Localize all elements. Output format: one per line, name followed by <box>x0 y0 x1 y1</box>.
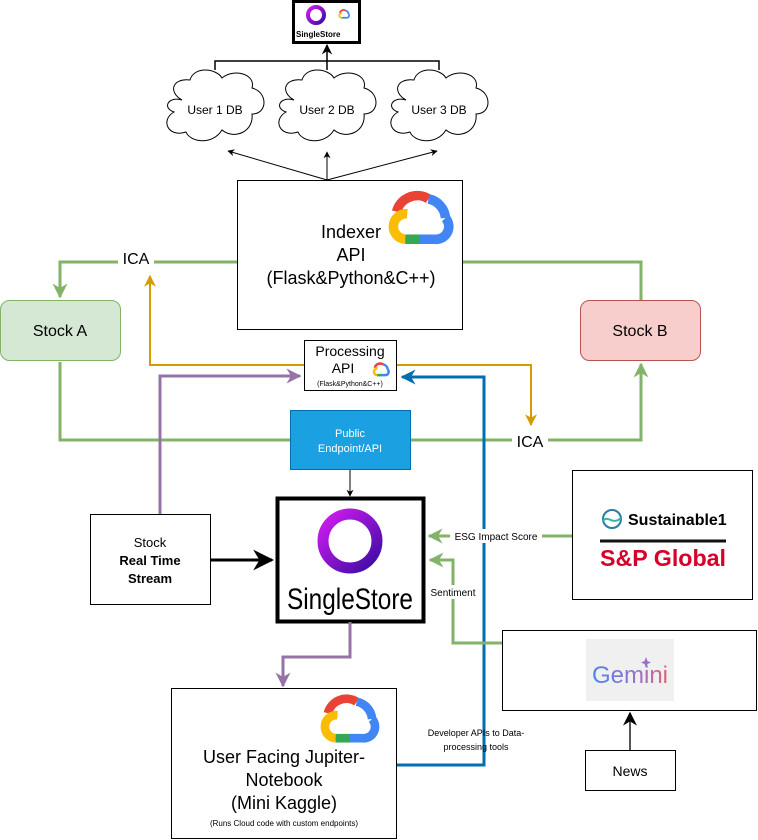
stock-b-label: Stock B <box>612 323 667 340</box>
top-db-logo-text: SingleStore <box>296 30 341 39</box>
gemini-sparkle-icon <box>641 657 651 668</box>
gemini-node[interactable]: Gemini <box>502 630 757 711</box>
stock-a-node[interactable]: Stock A <box>0 300 121 361</box>
indexer-subtitle: API <box>336 245 365 265</box>
indexer-api-box[interactable]: Indexer API (Flask&Python&C++) <box>237 180 463 330</box>
indexer-stack: (Flask&Python&C++) <box>266 268 435 288</box>
jupyter-notebook-node[interactable]: User Facing Jupiter- Notebook (Mini Kagg… <box>171 688 397 839</box>
processing-api-box[interactable]: Processing API (Flask&Python&C++) <box>304 340 397 391</box>
sp-global-sustainable1[interactable]: Sustainable1 S&P Global <box>572 470 753 600</box>
news-node[interactable]: News <box>585 750 676 791</box>
dev-api-label-line2: processing tools <box>443 742 509 752</box>
stream-line1: Stock <box>134 535 167 550</box>
cloud-label: User 3 DB <box>411 103 466 117</box>
notebook-line1: User Facing Jupiter- <box>203 747 365 767</box>
cloud-label: User 1 DB <box>187 103 242 117</box>
processing-stack: (Flask&Python&C++) <box>317 381 383 388</box>
clouds-to-top-db-connector <box>214 43 440 70</box>
cloud-user-1-db[interactable]: User 1 DB <box>166 69 265 142</box>
processing-ica-edges <box>144 274 537 427</box>
stream-to-processing-edge <box>158 368 302 514</box>
stock-stream-node[interactable]: Stock Real Time Stream <box>90 514 211 605</box>
gemini-logo-text: Gemini <box>592 662 668 689</box>
cloud-user-3-db[interactable]: User 3 DB <box>390 69 489 142</box>
notebook-to-processing-edge <box>397 369 486 767</box>
cloud-user-2-db[interactable]: User 2 DB <box>278 69 377 142</box>
sentiment-edge-label: Sentiment <box>430 588 475 599</box>
public-api-line2: Endpoint/API <box>318 443 382 455</box>
stock-a-label: Stock A <box>33 323 88 340</box>
notebook-line2: Notebook <box>245 770 323 790</box>
processing-subtitle: API <box>332 360 355 376</box>
notebook-line3: (Mini Kaggle) <box>231 793 337 813</box>
singlestore-logo-icon <box>306 5 326 25</box>
sustainable1-text: Sustainable1 <box>628 512 727 529</box>
processing-title: Processing <box>315 343 384 359</box>
singlestore-logo-icon <box>317 508 383 574</box>
stream-line2: Real Time <box>119 553 180 568</box>
stock-b-node[interactable]: Stock B <box>580 300 701 361</box>
sentiment-edge <box>428 552 502 645</box>
esg-edge-label: ESG Impact Score <box>455 532 538 543</box>
singlestore-to-notebook-edge <box>275 622 352 688</box>
notebook-line4: (Runs Cloud code with custom endpoints) <box>210 819 358 828</box>
cloud-label: User 2 DB <box>299 103 354 117</box>
indexer-title: Indexer <box>321 222 381 242</box>
news-label: News <box>612 763 647 779</box>
sustainable1-logo-icon <box>602 509 622 529</box>
sp-global-text: S&P Global <box>600 545 726 571</box>
public-api-line1: Public <box>335 428 365 440</box>
top-singlestore-db[interactable]: SingleStore <box>292 0 361 44</box>
singlestore-main-db[interactable]: SingleStore <box>275 496 426 624</box>
singlestore-logo-text: SingleStore <box>287 583 413 616</box>
stream-line3: Stream <box>128 571 172 586</box>
indexer-to-clouds-arrows <box>227 149 438 181</box>
ica-label-right: ICA <box>517 434 544 451</box>
public-endpoint-api[interactable]: Public Endpoint/API <box>290 410 411 470</box>
ica-label-left: ICA <box>123 251 150 268</box>
dev-api-label-line1: Developer APIs to Data- <box>428 728 525 738</box>
